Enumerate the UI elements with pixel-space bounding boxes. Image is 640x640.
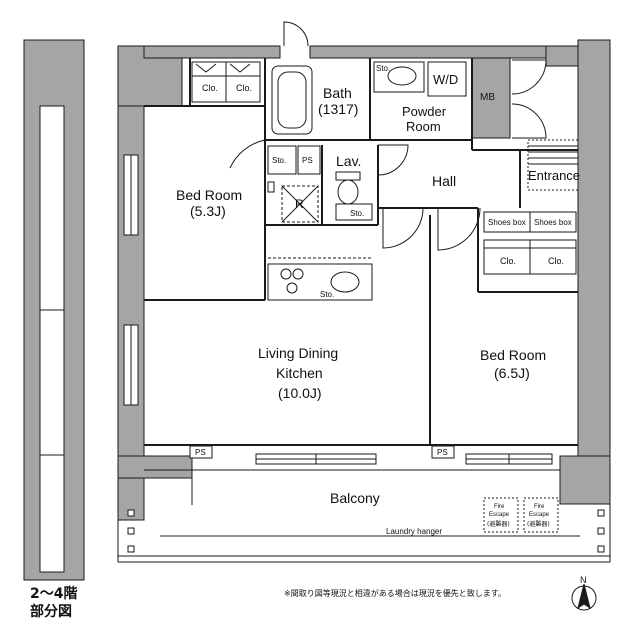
pipe-space-2: PS xyxy=(195,448,206,457)
balcony-outline xyxy=(117,469,611,563)
closet-label-4: Clo. xyxy=(548,256,564,266)
fire-escape-1-line2: Escape xyxy=(489,512,510,518)
balcony-label: Balcony xyxy=(330,490,380,506)
bedroom-right-name: Bed Room xyxy=(480,347,546,363)
north-label: N xyxy=(580,575,587,585)
balcony-rail-posts xyxy=(127,509,605,553)
ps-boxes xyxy=(189,445,455,459)
hall-doors xyxy=(382,207,481,251)
bath-size: (1317) xyxy=(318,101,358,117)
closet-label-2: Clo. xyxy=(236,83,252,93)
floor-note-1: 2〜4階 xyxy=(30,585,77,602)
lav-label: Lav. xyxy=(336,153,361,169)
storage-label-hall: Sto. xyxy=(272,156,286,165)
disclaimer: ※間取り図等現況と相違がある場合は現況を優先と致します。 xyxy=(284,588,506,598)
hall-storage xyxy=(267,145,321,175)
floor-note-2: 部分図 xyxy=(30,603,72,620)
bath-entry-door xyxy=(283,21,309,47)
entrance-door xyxy=(527,139,579,191)
fire-escape-boxes xyxy=(483,497,559,533)
closet-label-1: Clo. xyxy=(202,83,218,93)
fire-escape-2-line1: Fire xyxy=(534,504,545,510)
exterior-walls xyxy=(117,39,611,521)
bedroom-left-size: (5.3J) xyxy=(190,203,226,219)
kitchen-counter xyxy=(267,263,373,301)
lav-door xyxy=(377,144,409,176)
bedroom-left-name: Bed Room xyxy=(176,187,242,203)
bedroom-left-door xyxy=(229,139,266,190)
washer-dryer-box xyxy=(427,61,467,97)
closets-top xyxy=(191,61,261,103)
pipe-space-1: PS xyxy=(302,156,313,165)
refrigerator-label: R xyxy=(295,197,304,211)
closet-label-3: Clo. xyxy=(500,256,516,266)
storage-label-lav: Sto. xyxy=(350,209,364,218)
fire-escape-1-line3: (避難器) xyxy=(487,520,510,528)
left-windows xyxy=(123,154,139,406)
fire-escape-2-line3: (避難器) xyxy=(527,520,550,528)
mb-door xyxy=(511,59,547,139)
ldk-label-2: Kitchen xyxy=(276,365,323,381)
entrance-label: Entrance xyxy=(528,168,580,183)
vanity xyxy=(373,61,425,93)
ldk-size: (10.0J) xyxy=(278,385,322,401)
corridor-strip xyxy=(23,39,85,581)
toilet xyxy=(335,171,361,205)
shoes-box-label-1: Shoes box xyxy=(488,218,526,227)
bedroom-right-size: (6.5J) xyxy=(494,365,530,381)
pipe-space-3: PS xyxy=(437,448,448,457)
storage-label-kitchen: Sto. xyxy=(320,290,334,299)
balcony-windows xyxy=(255,453,553,465)
mb-label: MB xyxy=(480,92,495,103)
lav-storage xyxy=(335,203,373,221)
refrigerator xyxy=(281,185,319,223)
bath-label: Bath xyxy=(323,85,352,101)
fire-escape-2-line2: Escape xyxy=(529,512,550,518)
fire-escape-1-line1: Fire xyxy=(494,504,505,510)
hall-label: Hall xyxy=(432,173,456,189)
outlet xyxy=(267,181,275,193)
washer-dryer-label: W/D xyxy=(433,72,458,87)
powder-room-label-1: Powder xyxy=(402,104,447,119)
laundry-hanger-label: Laundry hanger xyxy=(386,527,442,536)
storage-label-bath: Sto. xyxy=(376,64,390,73)
north-arrow-icon xyxy=(571,583,597,611)
bathtub xyxy=(271,65,313,135)
shoes-box-block xyxy=(483,211,577,275)
powder-room-label-2: Room xyxy=(406,119,441,134)
ldk-label-1: Living Dining xyxy=(258,345,338,361)
shoes-box-label-2: Shoes box xyxy=(534,218,572,227)
